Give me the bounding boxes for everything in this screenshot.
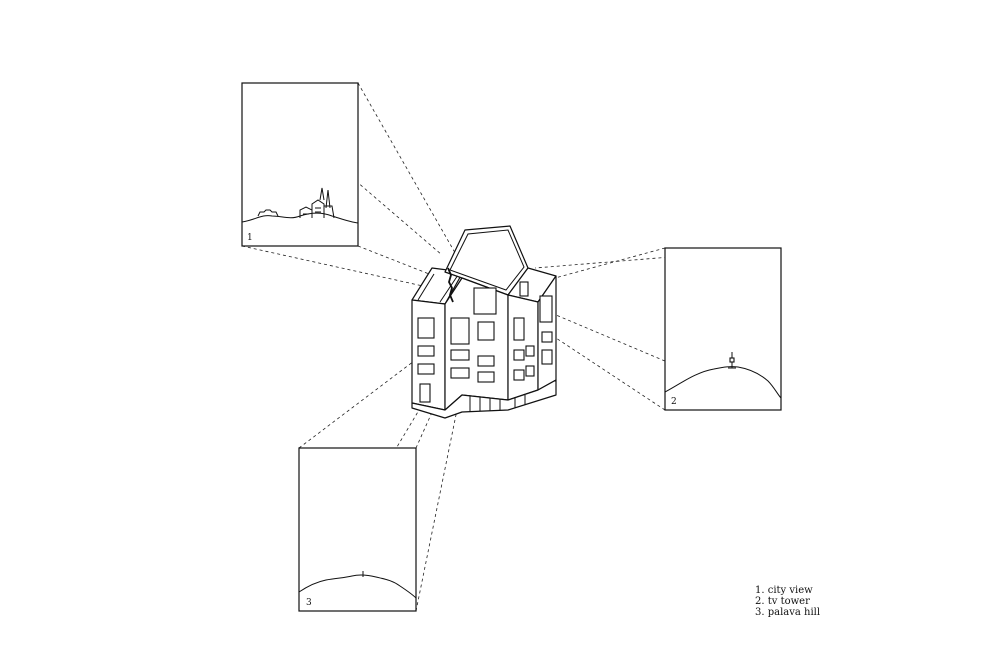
window	[525, 365, 535, 377]
view-frame-palava-hill: 3	[298, 447, 417, 612]
sight-line	[555, 337, 666, 411]
window	[513, 349, 525, 361]
frame-border	[664, 247, 782, 411]
ground-base	[411, 379, 557, 419]
legend-item: 2. tv tower	[755, 596, 810, 607]
sight-line	[298, 357, 419, 449]
window	[417, 317, 435, 339]
legend-item: 1. city view	[755, 585, 813, 596]
window	[541, 349, 553, 365]
legend-item: 3. palava hill	[755, 607, 820, 618]
frame-number: 2	[671, 397, 677, 407]
sight-line	[241, 245, 433, 289]
hill-outline	[664, 366, 782, 399]
window	[477, 321, 495, 341]
window	[539, 295, 553, 323]
window	[417, 363, 435, 375]
sight-line	[415, 404, 459, 612]
window	[477, 355, 495, 367]
frame-border	[241, 82, 359, 247]
window	[450, 317, 470, 345]
sight-line	[534, 247, 782, 269]
legend: 1. city view 2. tv tower 3. palava hill	[755, 585, 820, 618]
frame-number: 3	[306, 598, 312, 608]
hill-outline	[298, 574, 417, 599]
window	[450, 349, 470, 361]
window	[513, 317, 525, 341]
window	[473, 287, 497, 315]
building-axonometric	[411, 225, 557, 419]
frame-border	[298, 447, 417, 612]
tv-tower-drawing	[728, 352, 736, 369]
window	[519, 281, 529, 297]
window	[513, 369, 525, 381]
window	[477, 371, 495, 383]
view-frame-tv-tower: 2	[664, 247, 782, 411]
sight-line	[415, 371, 451, 449]
window	[525, 345, 535, 357]
sight-line	[357, 82, 459, 259]
city-skyline-drawing	[257, 187, 335, 219]
crack-line	[447, 267, 454, 303]
sight-line	[554, 247, 666, 279]
window	[417, 345, 435, 357]
frame-number: 1	[247, 233, 253, 243]
window	[541, 331, 553, 343]
view-frame-city: 1	[241, 82, 359, 247]
door	[419, 383, 431, 403]
window	[450, 367, 470, 379]
